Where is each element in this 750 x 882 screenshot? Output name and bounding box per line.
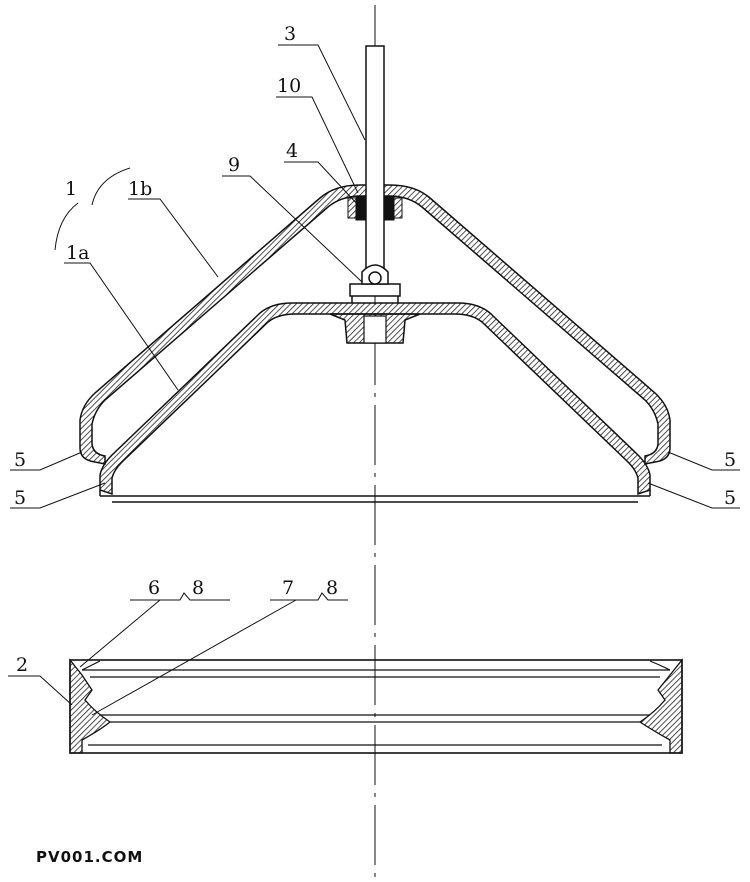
label-6-8: 8 (192, 577, 204, 599)
rod-3 (365, 45, 385, 275)
label-6: 6 (148, 577, 160, 599)
label-1b: 1b (128, 178, 152, 200)
label-7: 7 (282, 577, 294, 599)
leader-lines (8, 44, 740, 716)
watermark-text: PV001.COM (36, 848, 143, 866)
part-labels: 3 10 4 9 1 1b 1a 5 5 5 5 6 8 7 8 2 (14, 23, 736, 676)
label-7-8: 8 (326, 577, 338, 599)
label-5-right-upper: 5 (724, 449, 736, 471)
label-5-right-lower: 5 (724, 487, 736, 509)
label-4: 4 (286, 140, 298, 162)
inner-cover-1a (99, 302, 651, 503)
label-5-left-lower: 5 (14, 487, 26, 509)
hinge-joint-9 (349, 264, 401, 303)
label-2: 2 (16, 654, 28, 676)
hub-boss (329, 313, 421, 344)
label-1a: 1a (66, 242, 89, 264)
label-5-left-upper: 5 (14, 449, 26, 471)
label-3: 3 (284, 23, 296, 45)
label-1: 1 (65, 178, 77, 200)
container-2 (69, 658, 683, 754)
label-9: 9 (228, 154, 240, 176)
label-10: 10 (277, 75, 301, 97)
